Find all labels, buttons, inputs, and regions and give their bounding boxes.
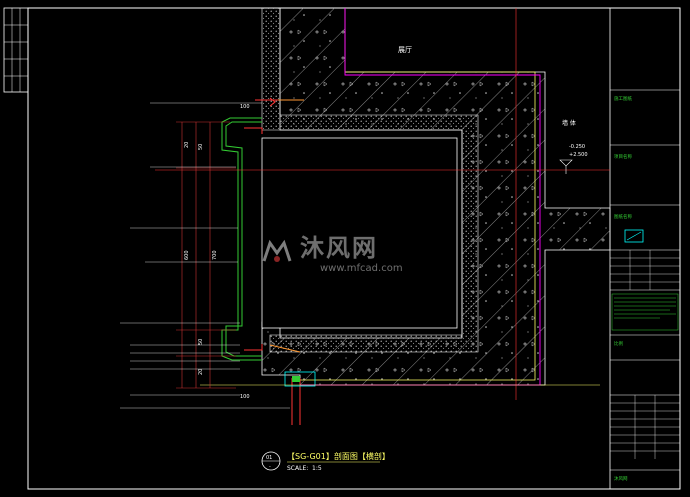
dim-2: 600 — [184, 250, 190, 260]
dim-3: 50 — [198, 339, 204, 345]
detail-sub: - — [269, 464, 271, 470]
level-marker: -0.250 +2.500 — [559, 144, 588, 174]
dim-4: 20 — [198, 369, 204, 375]
structure-section — [261, 7, 611, 386]
annotation-leaders — [120, 102, 290, 409]
company-note: 施工图纸 — [614, 95, 632, 102]
dim-5: 50 — [198, 144, 204, 150]
revision-table — [610, 250, 680, 459]
top-dim: 100 — [240, 104, 250, 110]
level-value-2: +2.500 — [569, 152, 588, 158]
level-value-1: -0.250 — [569, 144, 585, 150]
footer-note: 沐风网 — [614, 475, 628, 482]
detail-title-text: 【SG-G01】剖面图【横剖】 — [287, 451, 390, 461]
axis-lines — [155, 8, 610, 400]
bottom-dim: 100 — [240, 394, 250, 400]
legend-swatch — [624, 229, 644, 243]
dim-1: 20 — [184, 142, 190, 148]
dimension-chain — [176, 121, 236, 389]
scale-label: SCALE: — [287, 465, 308, 472]
scale-note: 比例 — [614, 340, 623, 347]
project-label: 项目名称 — [614, 153, 632, 160]
dim-6: 700 — [212, 250, 218, 260]
scale-value: 1:5 — [312, 465, 322, 472]
detail-number: 01 — [266, 455, 272, 461]
drawing-name-label: 图纸名称 — [614, 213, 632, 220]
title-block: 施工图纸 项目名称 图纸名称 比例 沐风网 — [609, 8, 680, 489]
sheet-frame — [3, 7, 681, 490]
room-label: 展厅 — [398, 46, 412, 54]
hatch-label: 墙 体 — [562, 119, 576, 127]
cladding-profile — [221, 117, 262, 361]
notes-block — [611, 293, 679, 331]
dimension-labels: 20 600 50 20 50 700 100 100 — [184, 104, 250, 400]
detail-title: 01 - 【SG-G01】剖面图【横剖】 SCALE: 1:5 — [261, 451, 390, 472]
bottom-bracket — [284, 371, 316, 387]
cavity — [261, 137, 458, 329]
